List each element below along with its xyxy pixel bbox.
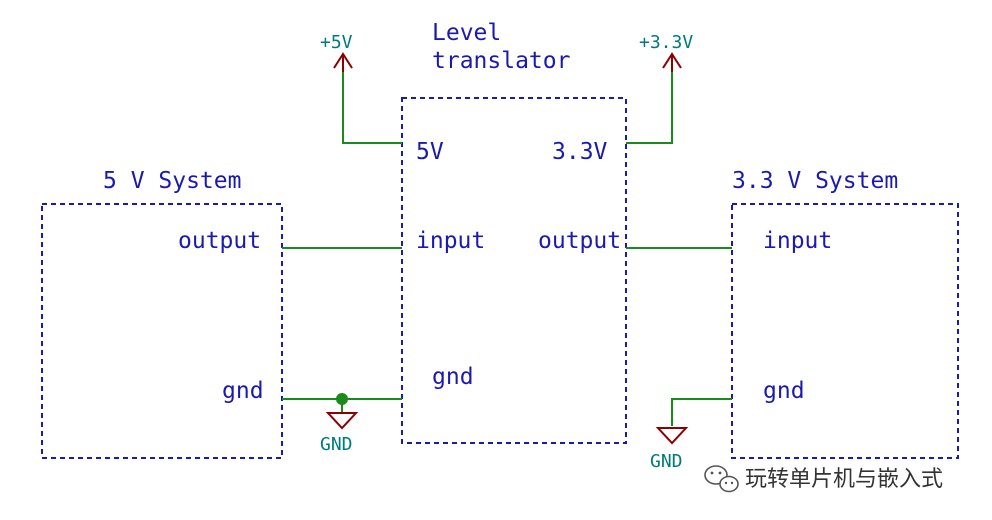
ground-symbol-left: GND [320, 412, 359, 455]
wire-5v-supply [342, 70, 402, 144]
left-system-gnd-label: gnd [222, 378, 264, 404]
power-symbol-3v3: +3.3V [639, 32, 693, 72]
right-system-block: 3.3 V System input gnd [731, 168, 959, 459]
translator-pin-5v: 5V [416, 139, 444, 165]
right-system-gnd-label: gnd [763, 378, 805, 404]
right-system-title: 3.3 V System [732, 168, 898, 194]
left-system-block: 5 V System output gnd [41, 168, 283, 459]
wire-right-gnd [671, 398, 732, 426]
watermark-text: 玩转单片机与嵌入式 [745, 467, 943, 492]
wire-3v3-supply [626, 70, 673, 144]
ground-symbol-right: GND [650, 427, 689, 472]
power-5v-label: +5V [320, 32, 353, 53]
translator-block: Level translator 5V 3.3V input output gn… [401, 20, 627, 444]
ground-left-label: GND [320, 434, 353, 455]
translator-pin-gnd: gnd [432, 364, 474, 390]
power-3v3-arrow-icon [662, 52, 682, 69]
power-symbol-5v: +5V [320, 32, 353, 72]
left-system-box [41, 203, 283, 459]
watermark: 玩转单片机与嵌入式 [704, 465, 943, 493]
translator-pin-output: output [538, 228, 621, 254]
junction-dot [336, 393, 348, 405]
translator-pin-3v3: 3.3V [552, 139, 608, 165]
translator-box [401, 97, 627, 444]
wires [282, 70, 732, 426]
translator-pin-input: input [416, 228, 485, 254]
ground-left-icon [325, 412, 359, 430]
right-system-box [731, 203, 959, 459]
ground-right-icon [655, 427, 689, 445]
wechat-icon [704, 465, 739, 493]
power-3v3-label: +3.3V [639, 32, 693, 53]
translator-title-line1: Level [432, 20, 501, 46]
translator-title-line2: translator [432, 48, 570, 74]
ground-right-label: GND [650, 451, 683, 472]
right-system-input-label: input [763, 228, 832, 254]
left-system-title: 5 V System [103, 168, 241, 194]
left-system-output-label: output [178, 228, 261, 254]
power-5v-arrow-icon [333, 52, 353, 69]
